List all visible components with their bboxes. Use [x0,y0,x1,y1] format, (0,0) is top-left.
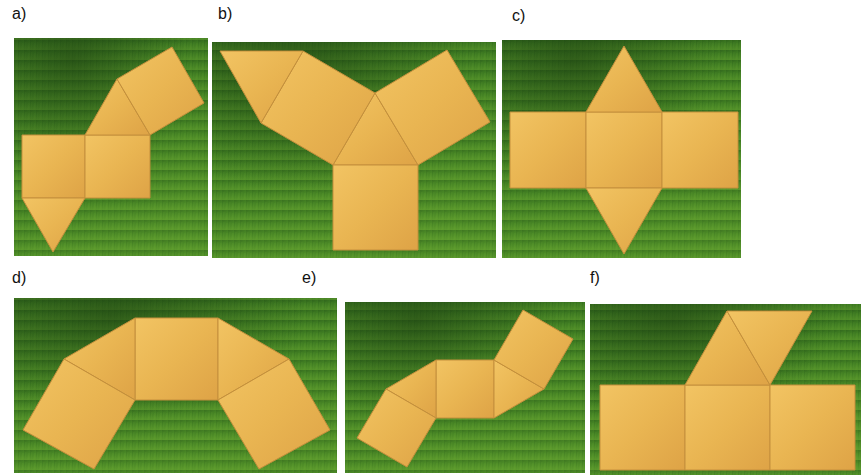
square-face [494,310,573,389]
square-face [22,135,85,198]
triangle-face [727,311,812,385]
grass-panel [345,302,585,473]
square-face [662,112,738,188]
panel-label: f) [590,270,600,286]
grass-shade [590,304,861,475]
square-face [23,359,135,469]
panel-label: d) [12,270,26,286]
triangle-face [220,51,303,123]
panel-label: b) [218,6,232,22]
grass-texture [502,40,741,258]
square-face [218,359,330,469]
triangle-face [22,198,85,252]
triangle-face [586,46,662,112]
panel-label: a) [12,6,26,22]
grass-panel [502,40,741,258]
grass-texture [345,302,585,473]
panel-backgrounds [14,38,861,475]
grass-panel [14,38,208,256]
grass-shade [502,40,741,258]
square-face [375,50,490,165]
grass-texture [14,298,337,473]
grass-panel [590,304,861,475]
grass-shade [212,42,496,258]
square-face [770,385,855,470]
triangle-face [586,188,662,254]
grass-shade [345,302,585,473]
square-face [685,385,770,470]
grass-panel [14,298,337,473]
net-shapes [22,46,855,470]
square-face [117,47,204,135]
square-face [135,318,218,400]
panel-label: e) [302,270,316,286]
square-face [436,360,494,418]
grass-texture [212,42,496,258]
square-face [586,112,662,188]
grass-texture [14,38,208,256]
grass-shade [14,38,208,256]
square-face [85,135,150,198]
square-face [357,389,436,467]
grass-shade [14,298,337,473]
panel-label: c) [512,8,525,24]
square-face [510,112,586,188]
grass-texture [590,304,861,475]
square-face [333,165,418,250]
square-face [600,385,685,470]
grass-panel [212,42,496,258]
